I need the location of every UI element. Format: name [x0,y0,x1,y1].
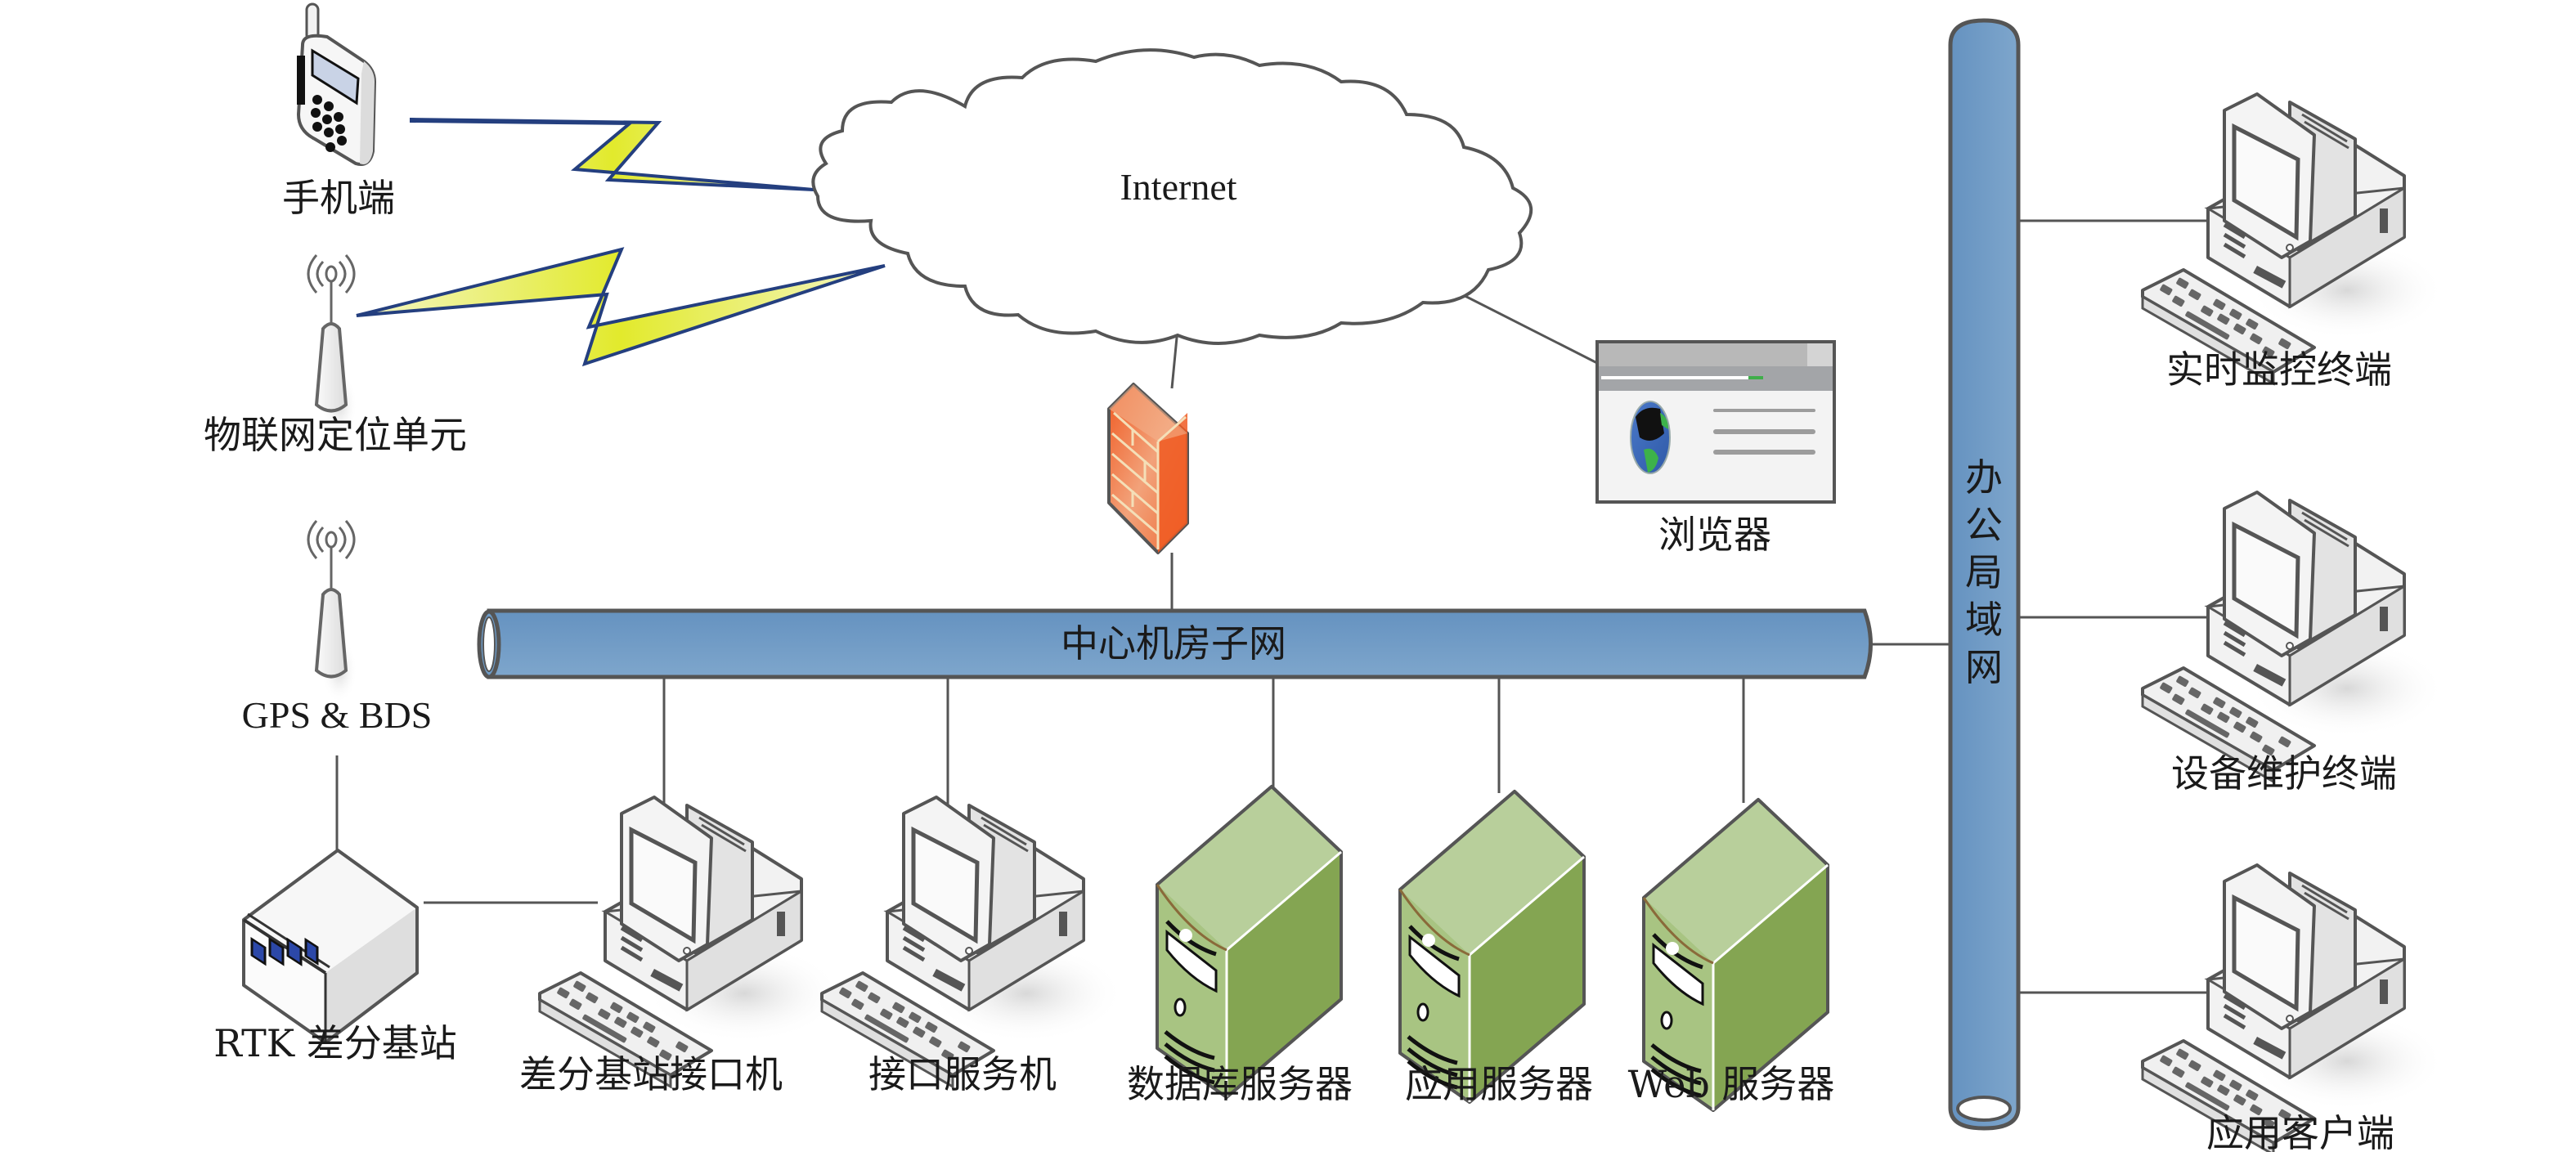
mobile-phone-icon [296,2,377,166]
wireless-client-label-iot: 物联网定位单元 [204,413,467,457]
gps-antenna-icon [307,519,359,705]
office-node-label-1: 实时监控终端 [2166,347,2392,392]
application-server-icon [1400,791,1584,1102]
internet-label: Internet [1120,166,1236,208]
wireless-link-iot-icon [356,247,886,367]
office-node-label-3: 应用客户端 [2206,1111,2394,1152]
internet-cloud-icon: Internet [811,48,1533,345]
interface-server-pc-icon [822,797,1124,1087]
maintenance-pc-icon [2143,492,2445,782]
center-bus-label: 中心机房子网 [1061,621,1286,666]
center-subnet-bus: 中心机房子网 [477,608,1873,679]
center-node-label-2: 接口服务机 [868,1052,1057,1096]
office-lan-bus: 办公局域网 [1948,18,2021,1131]
wireless-link-phone-icon [410,117,815,191]
center-node-label-3: 数据库服务器 [1127,1062,1353,1106]
database-server-icon [1157,787,1341,1097]
center-node-label-4: 应用服务器 [1405,1062,1593,1106]
browser-label: 浏览器 [1658,513,1771,557]
office-bus-label-char: 网 [1965,645,2003,689]
office-bus-label-char: 局 [1965,550,2003,594]
wireless-client-label-phone: 手机端 [282,176,395,220]
office-node-label-2: 设备维护终端 [2171,751,2397,796]
application-client-pc-icon [2143,865,2445,1152]
firewall-icon [1107,383,1189,554]
office-bus-label-char: 公 [1965,503,2003,547]
office-bus-label-char: 域 [1965,598,2003,642]
office-bus-label-char: 办 [1965,455,2003,500]
rtk-label: RTK 差分基站 [213,1021,457,1065]
rtk-base-station-icon [242,849,419,1044]
realtime-monitor-pc-icon [2143,94,2445,383]
gps-label: GPS & BDS [242,694,433,736]
office-bus-label: 办公局域网 [1965,455,2003,689]
browser-window-icon [1595,340,1836,504]
iot-antenna-icon [307,253,359,439]
center-node-label-1: 差分基站接口机 [519,1052,783,1096]
diff-station-interface-pc-icon [540,797,842,1087]
center-node-label-5: Web 服务器 [1628,1062,1835,1106]
